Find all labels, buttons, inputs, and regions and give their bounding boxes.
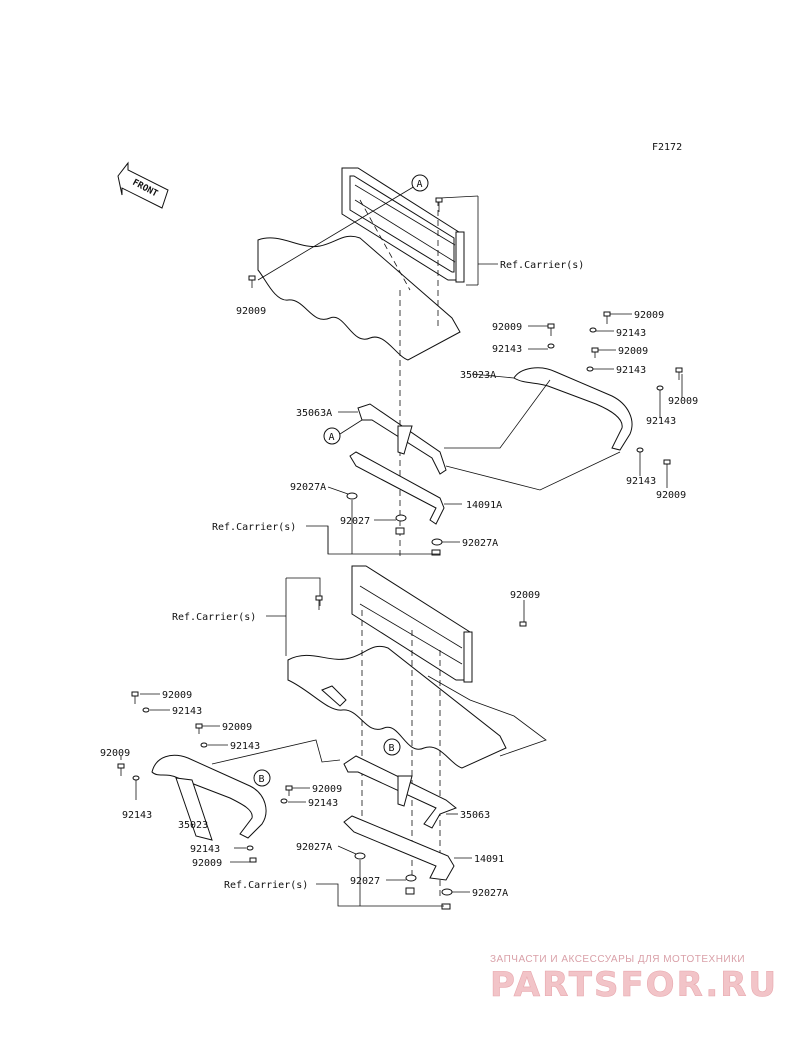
part-label: 92027A — [290, 482, 326, 493]
part-label: 92143 — [626, 476, 656, 487]
part-label: 92009 — [236, 306, 266, 317]
part-label: 92143 — [308, 798, 338, 809]
part-label: Ref.Carrier(s) — [224, 880, 308, 891]
part-label: 35023 — [178, 820, 208, 831]
part-label: 92009 — [222, 722, 252, 733]
part-label: 92009 — [510, 590, 540, 601]
part-label: 92143 — [190, 844, 220, 855]
fasteners-left — [117, 691, 293, 863]
bolt-92009 — [248, 275, 256, 288]
diagram-code: F2172 — [652, 142, 682, 153]
part-label: Ref.Carrier(s) — [500, 260, 584, 271]
part-label: 92143 — [646, 416, 676, 427]
part-label: 92143 — [616, 328, 646, 339]
washers-lower — [354, 852, 453, 910]
fender-35023 — [151, 754, 267, 839]
callout-b: B — [383, 738, 401, 756]
part-label: 35023A — [460, 370, 496, 381]
bar-14091 — [343, 815, 455, 881]
part-label: 92143 — [616, 365, 646, 376]
part-label: 92009 — [634, 310, 664, 321]
watermark-tagline: ЗАПЧАСТИ И АКСЕССУАРЫ ДЛЯ МОТОТЕХНИКИ — [490, 954, 745, 965]
upper-bed-panel — [257, 235, 461, 361]
part-label: 92009 — [162, 690, 192, 701]
part-label: 92009 — [192, 858, 222, 869]
fender-35023A — [513, 367, 633, 451]
svg-text:B: B — [389, 743, 395, 754]
lower-gate-frame — [351, 565, 473, 683]
part-label: 92009 — [492, 322, 522, 333]
callout-b: B — [253, 769, 271, 787]
part-label: 35063A — [296, 408, 332, 419]
part-label: 14091 — [474, 854, 504, 865]
front-arrow-icon: FRONT — [117, 161, 169, 209]
part-label: 92027A — [472, 888, 508, 899]
svg-text:A: A — [329, 432, 335, 443]
part-label: Ref.Carrier(s) — [212, 522, 296, 533]
bolt-92009 — [435, 197, 443, 212]
callout-a: A — [323, 427, 341, 445]
part-label: 92143 — [172, 706, 202, 717]
part-label: 92009 — [312, 784, 342, 795]
part-label: 92143 — [230, 741, 260, 752]
callout-a: A — [411, 174, 429, 192]
bar-14091A — [349, 451, 445, 525]
part-label: 92027 — [350, 876, 380, 887]
part-label: 92027A — [462, 538, 498, 549]
svg-text:B: B — [259, 774, 265, 785]
part-label: 92143 — [122, 810, 152, 821]
part-label: 92143 — [492, 344, 522, 355]
part-label: 92009 — [618, 346, 648, 357]
part-label: 92027A — [296, 842, 332, 853]
lower-bed-panel — [287, 645, 507, 769]
part-label: 92009 — [100, 748, 130, 759]
svg-text:A: A — [417, 179, 423, 190]
part-label: 92009 — [668, 396, 698, 407]
bolt-92009 — [519, 621, 527, 627]
washers-upper — [346, 492, 443, 556]
part-label: Ref.Carrier(s) — [172, 612, 256, 623]
part-label: 92009 — [656, 490, 686, 501]
bracket-35063 — [343, 755, 457, 829]
upper-gate-frame — [341, 167, 465, 283]
watermark-brand: PARTSFOR.RU — [490, 965, 778, 1005]
part-label: 35063 — [460, 810, 490, 821]
part-label: 92027 — [340, 516, 370, 527]
bolt-92009 — [315, 595, 323, 610]
part-label: 14091A — [466, 500, 502, 511]
